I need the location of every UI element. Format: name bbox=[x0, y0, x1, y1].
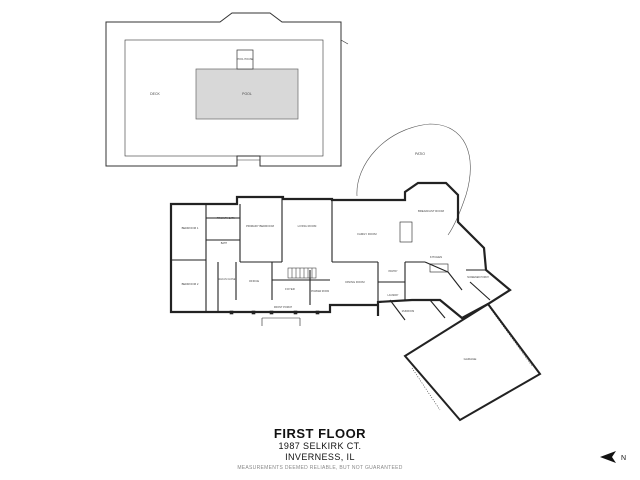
interior-walls bbox=[171, 197, 491, 321]
bath-label: BATH bbox=[221, 242, 228, 245]
north-arrow-icon: N bbox=[600, 451, 626, 463]
family-room-label: FAMILY ROOM bbox=[357, 232, 377, 236]
front-porch-label: FRONT PORCH bbox=[274, 306, 292, 309]
pantry-label: PANTRY bbox=[388, 270, 398, 273]
bedroom-1-label: BEDROOM 1 bbox=[182, 226, 199, 230]
mudroom-label: MUDROOM bbox=[402, 311, 414, 313]
front-porch bbox=[228, 310, 330, 326]
laundry-label: LAUNDRY bbox=[388, 294, 399, 297]
powder-room-label: POWDER ROOM bbox=[311, 291, 329, 293]
office-label: OFFICE bbox=[249, 279, 259, 283]
pool-label: POOL bbox=[242, 92, 252, 96]
dining-table bbox=[399, 221, 413, 243]
exterior-wall bbox=[169, 181, 512, 320]
primary-bath-label: PRIMARY BATH bbox=[217, 217, 236, 220]
garage-walls bbox=[403, 302, 542, 422]
foyer-label: FOYER bbox=[285, 287, 295, 291]
pool bbox=[195, 68, 299, 120]
deck-label: DECK bbox=[150, 92, 160, 96]
garage bbox=[403, 302, 542, 422]
disclaimer: MEASUREMENTS DEEMED RELIABLE, BUT NOT GU… bbox=[237, 465, 403, 471]
primary-bedroom-label: PRIMARY BEDROOM bbox=[246, 224, 275, 228]
stairs bbox=[287, 267, 317, 279]
bedroom-2-label: BEDROOM 2 bbox=[182, 282, 199, 286]
pool-house bbox=[236, 49, 254, 70]
living-room-label: LIVING ROOM bbox=[298, 224, 317, 228]
deck-outline bbox=[105, 12, 342, 167]
patio-label: PATIO bbox=[415, 152, 425, 156]
house-walls bbox=[169, 181, 512, 321]
north-label: N bbox=[621, 455, 626, 462]
address-line: 1987 SELKIRK CT. bbox=[278, 441, 362, 451]
dining-room-label: DINING ROOM bbox=[345, 280, 365, 284]
screened-porch-label: SCREENED PORCH bbox=[467, 277, 489, 279]
floor-title: FIRST FLOOR bbox=[273, 426, 367, 441]
room-labels: BEDROOM 1 PRIMARY BATH BATH PRIMARY BEDR… bbox=[182, 209, 490, 361]
garage-doors bbox=[411, 307, 533, 411]
garage-label: GARAGE bbox=[464, 357, 477, 361]
kitchen-label: KITCHEN bbox=[430, 255, 442, 259]
kitchen-island bbox=[429, 263, 449, 273]
deck-gate bbox=[340, 39, 349, 45]
deck-inner-outline bbox=[124, 39, 324, 157]
pool-house-label: POOL HOUSE bbox=[237, 58, 254, 61]
patio-outline bbox=[356, 123, 471, 236]
breakfast-room-label: BREAKFAST ROOM bbox=[418, 209, 445, 213]
walk-in-closet-label: WALK-IN CLOSET bbox=[217, 278, 237, 281]
city-line: INVERNESS, IL bbox=[285, 452, 355, 462]
deck-area bbox=[105, 12, 349, 167]
